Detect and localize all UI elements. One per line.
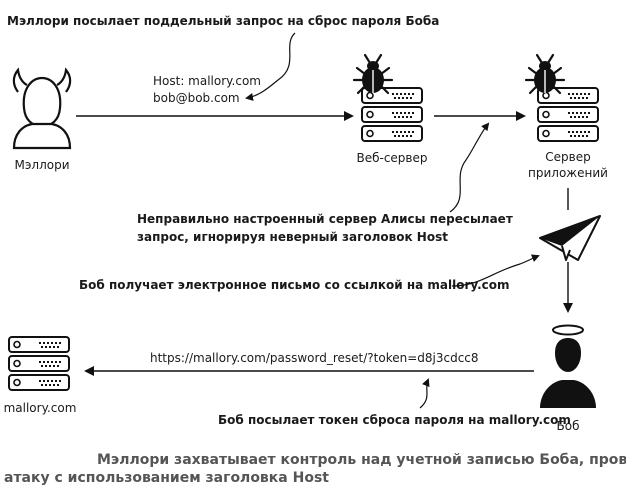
node-label-app-server: Сервер	[545, 150, 590, 164]
reset-link-url: https://mallory.com/password_reset/?toke…	[150, 351, 479, 365]
node-label-mallory: Мэллори	[14, 158, 69, 172]
server-rack-icon	[8, 336, 70, 391]
note-alice-server: Неправильно настроенный сервер Алисы пер…	[137, 212, 513, 226]
note-bob-sends-token: Боб посылает токен сброса пароля на mall…	[218, 413, 571, 427]
request-email: bob@bob.com	[153, 91, 240, 105]
note-alice-server: запрос, игнорируя неверный заголовок Hos…	[137, 230, 448, 244]
angel-person-icon	[540, 324, 596, 408]
request-host-header: Host: mallory.com	[153, 74, 261, 88]
connector-alice-note	[449, 122, 490, 213]
paper-plane-icon	[539, 215, 601, 261]
connector-email-note	[451, 254, 540, 287]
note-bob-receives: Боб получает электронное письмо со ссылк…	[79, 278, 510, 292]
figure-caption: Мэллори захватывает контроль над учетной…	[97, 452, 626, 468]
connector-token-note	[419, 378, 430, 409]
connector-top-note	[245, 32, 296, 101]
node-label-web-server: Веб-сервер	[356, 151, 427, 165]
server-rack-icon	[537, 87, 599, 142]
node-label-app-server: приложений	[528, 166, 608, 180]
node-label-mallory-com: mallory.com	[4, 401, 77, 415]
server-rack-icon	[361, 87, 423, 142]
note-mallory-sends: Мэллори посылает поддельный запрос на сб…	[7, 14, 439, 28]
figure-caption: атаку с использованием заголовка Host	[4, 470, 329, 486]
devil-person-icon	[12, 67, 72, 150]
node-label-bob: Боб	[557, 419, 580, 433]
